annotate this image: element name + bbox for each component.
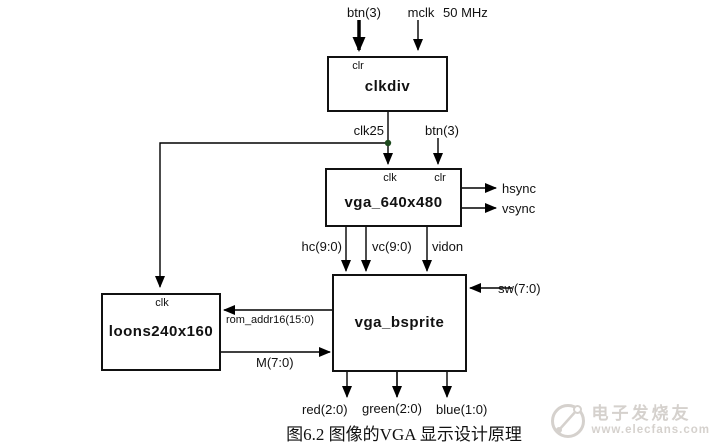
- block-vga-bsprite: vga_bsprite: [332, 274, 467, 372]
- label-green: green(2:0): [362, 401, 422, 416]
- label-rom-addr: rom_addr16(15:0): [226, 314, 315, 326]
- block-clkdiv: clr clkdiv: [327, 56, 448, 112]
- label-mclk: mclk: [407, 5, 435, 20]
- label-sw: sw(7:0): [498, 281, 541, 296]
- label-vidon: vidon: [432, 239, 464, 254]
- vga-port-clk: clk: [383, 172, 397, 184]
- label-vc: vc(9:0): [372, 239, 412, 254]
- elecfans-watermark: 电子发烧友 www.elecfans.com: [549, 402, 710, 440]
- label-clk25: clk25: [353, 123, 384, 138]
- block-vga-640x480: clk clr vga_640x480: [325, 168, 462, 227]
- label-m-bus: M(7:0): [256, 355, 294, 370]
- watermark-text: 电子发烧友 www.elecfans.com: [592, 405, 710, 436]
- label-btn3-top: btn(3): [347, 5, 381, 20]
- vga-bsprite-name: vga_bsprite: [354, 314, 445, 331]
- wire-clk25-branch-to-loons: [155, 142, 388, 288]
- loons-port-clk: clk: [155, 297, 169, 309]
- watermark-site-name: 电子发烧友: [591, 404, 692, 424]
- vga-640x480-name: vga_640x480: [344, 194, 443, 211]
- clkdiv-port-clr: clr: [352, 60, 364, 72]
- label-blue: blue(1:0): [436, 402, 488, 417]
- clkdiv-name: clkdiv: [364, 78, 411, 95]
- watermark-site-url: www.elecfans.com: [591, 424, 710, 437]
- elecfans-logo-icon: [550, 404, 585, 438]
- label-red: red(2:0): [302, 402, 348, 417]
- label-vsync: vsync: [502, 201, 536, 216]
- junction-dot: [384, 139, 392, 147]
- figure-caption: 图6.2 图像的VGA 显示设计原理: [286, 425, 522, 444]
- label-50mhz: 50 MHz: [443, 5, 488, 20]
- label-btn3-mid: btn(3): [425, 123, 459, 138]
- label-hsync: hsync: [502, 181, 536, 196]
- vga-port-clr: clr: [434, 172, 446, 184]
- block-loons240x160: clk loons240x160: [101, 293, 221, 371]
- loons240x160-name: loons240x160: [108, 323, 214, 340]
- label-hc: hc(9:0): [301, 239, 342, 254]
